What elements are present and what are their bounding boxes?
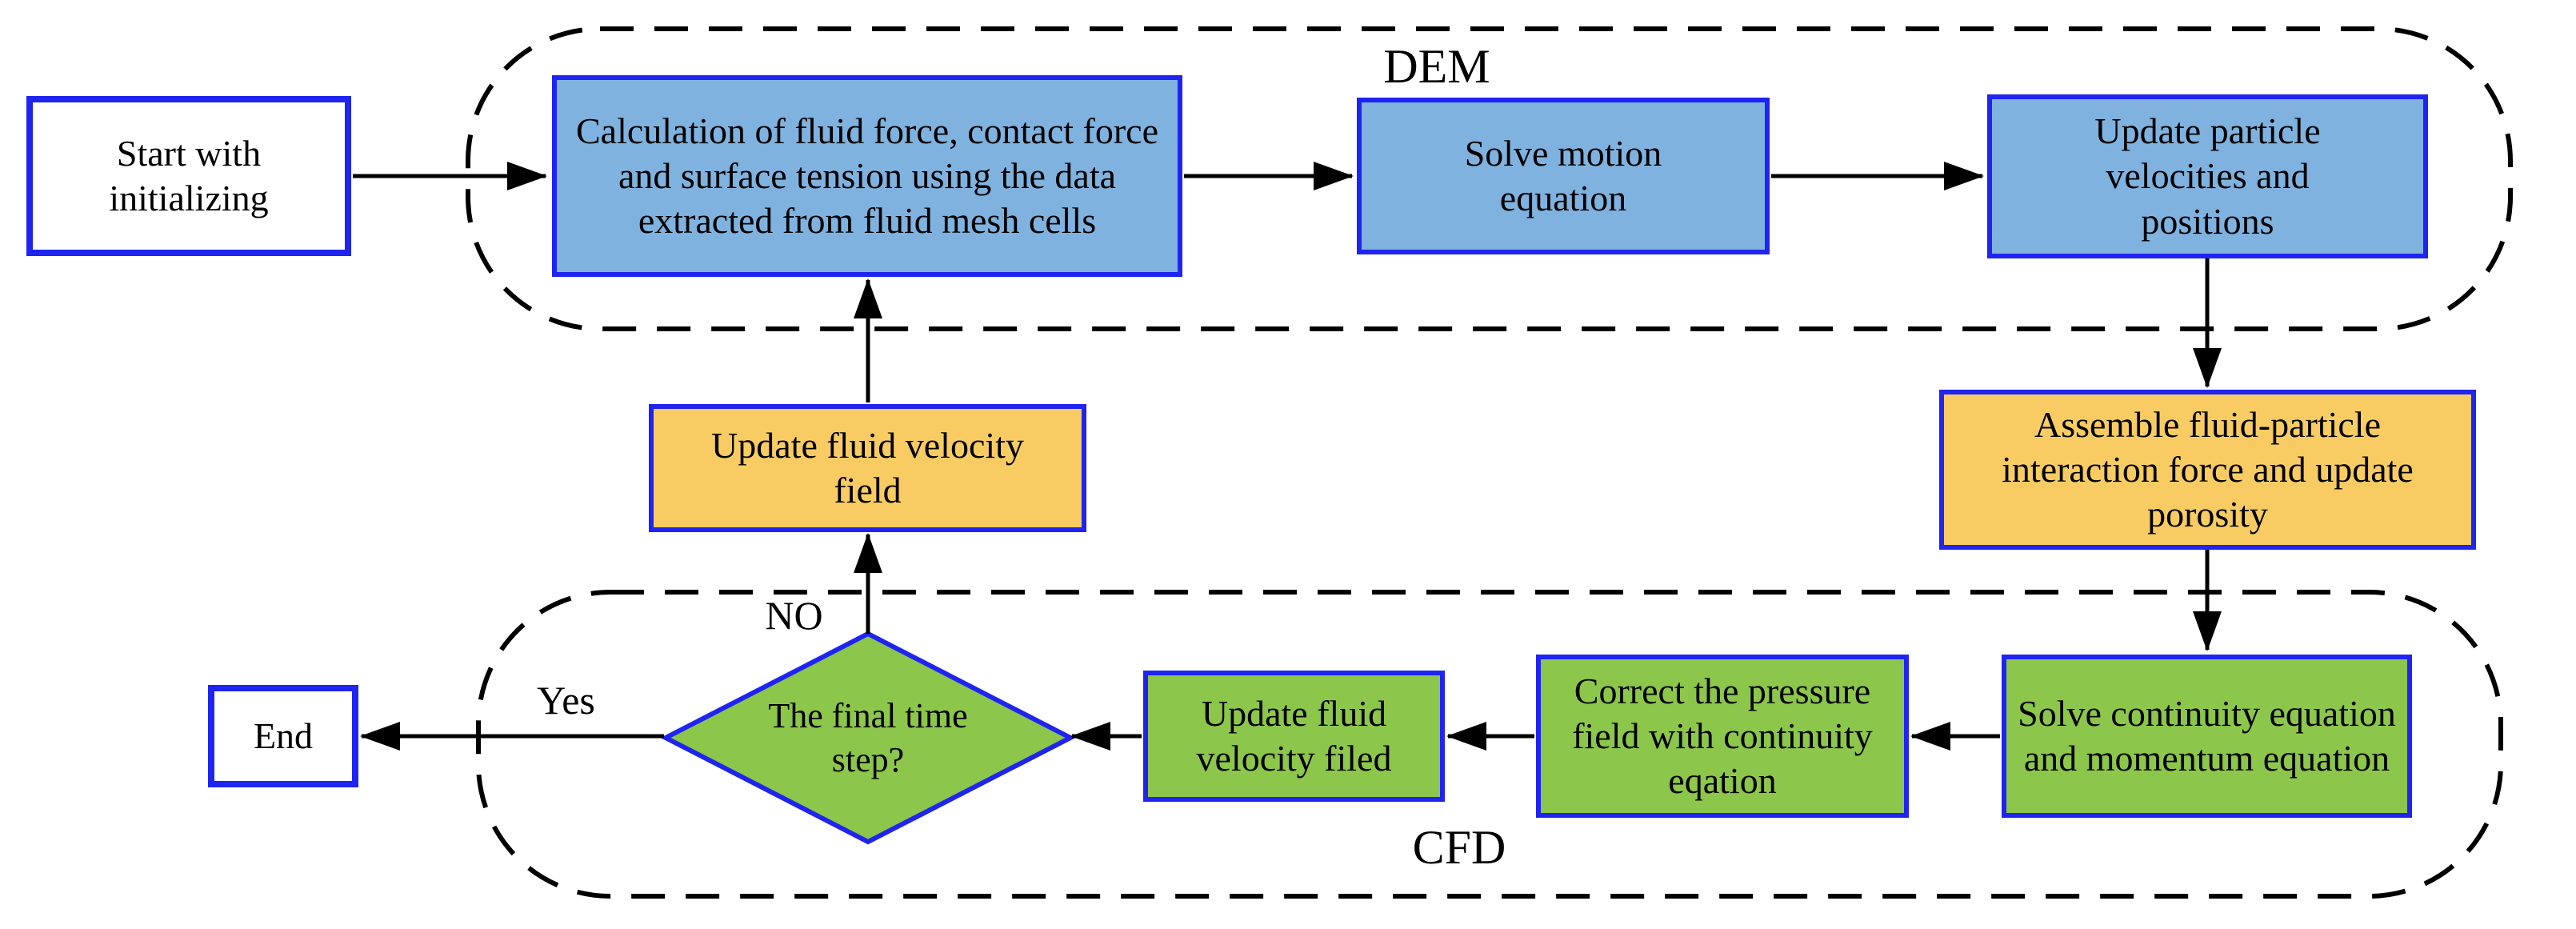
node-final-time-step-text: The final time step? — [768, 696, 968, 779]
node-end: End — [208, 685, 358, 787]
edge-label-no: NO — [765, 593, 823, 638]
dem-region-outline — [466, 26, 2513, 331]
dem-region-label: DEM — [1383, 40, 1490, 93]
cfd-region-outline — [476, 590, 2503, 899]
node-update-particle: Update particle velocities and positions — [1987, 94, 2428, 258]
node-assemble-interaction: Assemble fluid-particle interaction forc… — [1939, 390, 2476, 550]
node-update-fluid-velocity-field: Update fluid velocity field — [649, 404, 1086, 532]
cfd-region-label: CFD — [1412, 821, 1506, 874]
node-update-fluid-velocity-filed: Update fluid velocity filed — [1143, 671, 1445, 802]
node-correct-pressure: Correct the pressure field with continui… — [1536, 655, 1909, 818]
node-solve-motion: Solve motion equation — [1357, 98, 1770, 254]
node-solve-continuity: Solve continuity equation and momentum e… — [2002, 655, 2412, 818]
node-calc-forces: Calculation of fluid force, contact forc… — [552, 75, 1182, 277]
node-start: Start with initializing — [26, 96, 351, 256]
edge-label-yes: Yes — [537, 678, 595, 723]
